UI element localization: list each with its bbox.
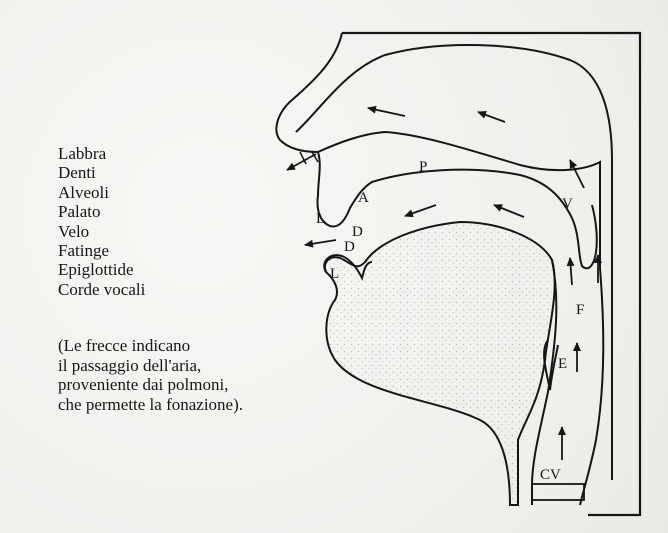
label-palate: P <box>419 159 427 175</box>
arrow-nasal-2 <box>368 108 405 116</box>
arrow-pharynx-left-up <box>570 258 572 285</box>
arrow-nasal-up <box>570 160 584 188</box>
label-tooth-lower: D <box>344 239 355 255</box>
label-pharynx: F <box>576 302 584 318</box>
arrow-nasal-1 <box>478 112 505 122</box>
arrow-oral-1 <box>494 205 524 217</box>
label-alveoli: A <box>358 190 369 206</box>
label-velum: V <box>562 196 573 212</box>
arrow-mouth-exit <box>305 240 336 245</box>
label-tooth-upper: D <box>352 224 363 240</box>
arrow-oral-2 <box>405 205 436 216</box>
label-epiglottis: E <box>558 356 567 372</box>
label-lip-upper: L <box>316 211 325 227</box>
label-vocal-cords: CV <box>540 467 561 483</box>
vocal-cords-box <box>532 484 584 500</box>
label-lip-lower: L <box>330 266 339 282</box>
tongue-and-jaw <box>325 222 555 505</box>
